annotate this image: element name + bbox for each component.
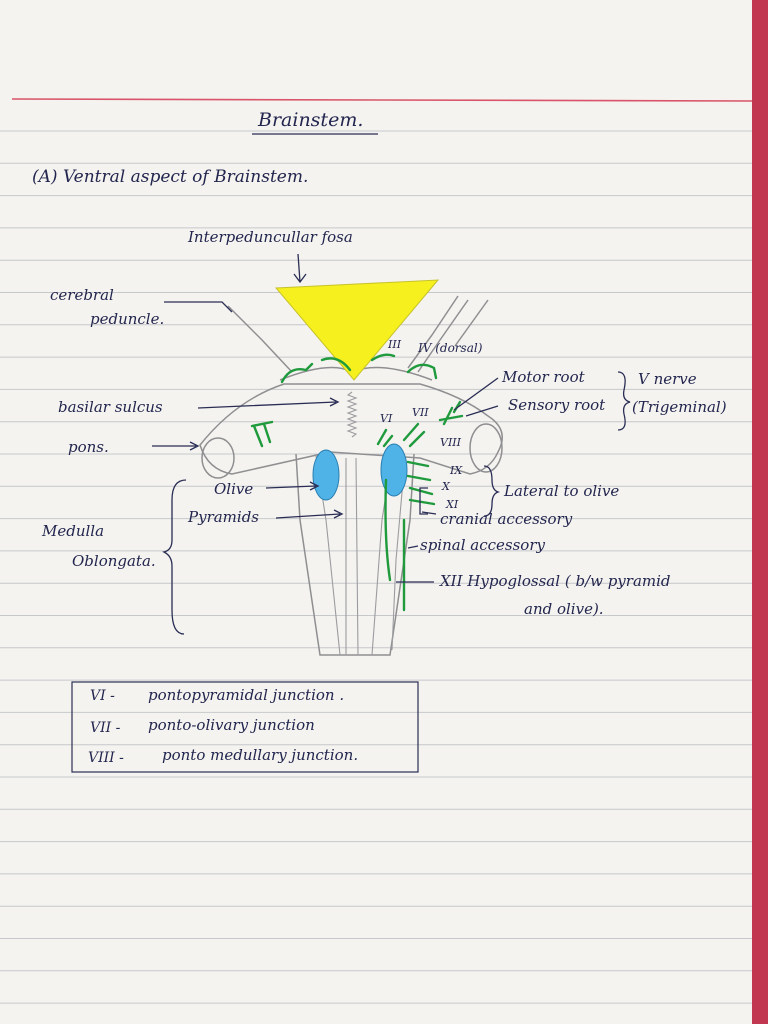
table-row-2-junction: ponto-olivary junction (148, 716, 315, 734)
label-pons: pons. (68, 438, 109, 456)
nerve-vi (376, 428, 394, 448)
pyramids-arrow (275, 509, 344, 519)
table-row-1-nerve: VI - (90, 688, 115, 704)
label-spinal-accessory: spinal accessory (420, 536, 545, 554)
peduncle-arrow (164, 301, 233, 313)
label-nerve-xi: XI (445, 498, 459, 511)
label-medulla: Medulla (41, 522, 104, 540)
table-row-3-junction: ponto medullary junction. (162, 746, 358, 764)
label-nerve-viii: VIII (440, 436, 462, 449)
right-peduncle-outline-2 (417, 299, 469, 373)
label-trigeminal: (Trigeminal) (632, 398, 727, 416)
label-interpeduncular-fossa: Interpeduncullar fosa (187, 228, 353, 246)
basilar-sulcus-arrow (197, 397, 340, 409)
interpeduncular-fossa-shape (274, 279, 440, 381)
nerve-v-left (250, 420, 274, 448)
nerve-iii-left (280, 362, 314, 384)
motor-root-arrow (453, 377, 499, 411)
pons-arrow (152, 441, 200, 451)
label-basilar-sulcus: basilar sulcus (58, 398, 163, 416)
x-xi-bracket (419, 487, 428, 515)
nerve-v-right (438, 400, 464, 426)
nerve-vii-viii (402, 422, 426, 448)
page-title: Brainstem. (257, 109, 363, 131)
section-heading: (A) Ventral aspect of Brainstem. (32, 167, 308, 187)
nerve-iii-root (320, 357, 352, 372)
label-xii-and-olive: and olive). (524, 600, 604, 618)
label-arrows (152, 253, 631, 635)
cranial-accessory-line (421, 511, 437, 515)
label-lateral-to-olive: Lateral to olive (503, 482, 619, 500)
label-oblongata: Oblongata. (72, 552, 156, 570)
nerve-iv (406, 363, 438, 380)
medulla-brace (162, 479, 187, 635)
basilar-sulcus-mark (346, 391, 358, 438)
label-cranial-accessory: cranial accessory (440, 510, 573, 528)
pons-outline (199, 383, 503, 475)
left-middle-cerebellar-peduncle (201, 437, 235, 479)
right-middle-cerebellar-peduncle (469, 423, 503, 473)
junction-table-box (71, 681, 419, 773)
junction-table: VI - pontopyramidal junction . VII - pon… (71, 681, 419, 773)
label-nerve-vi: VI (380, 412, 393, 425)
label-v-nerve: V nerve (638, 370, 697, 388)
label-motor-root: Motor root (501, 368, 586, 386)
diagram-labels: Interpeduncullar fosa cerebral peduncle.… (41, 228, 727, 618)
label-nerve-iii: III (387, 338, 402, 351)
sensory-root-arrow (465, 405, 499, 417)
label-cerebral: cerebral (50, 286, 114, 304)
table-row-1-junction: pontopyramidal junction . (148, 686, 344, 704)
label-nerve-ix: IX (449, 464, 463, 477)
spinal-accessory-line (407, 545, 419, 549)
anterior-median-fissure-right (355, 457, 359, 656)
fossa-arrow (293, 253, 307, 284)
margin-line (11, 98, 753, 102)
label-peduncle: peduncle. (90, 310, 164, 328)
red-page-edge (752, 0, 768, 1024)
label-nerve-iv: IV (dorsal) (417, 341, 483, 355)
right-peduncle-outline-3 (454, 299, 489, 347)
label-nerve-vii: VII (412, 406, 429, 419)
label-olive: Olive (214, 480, 253, 498)
nerve-iii-right (370, 353, 396, 362)
nerve-xii (384, 478, 392, 582)
right-olive (380, 443, 408, 497)
nerves-ix-x-xi (406, 460, 436, 506)
table-row-2-nerve: VII - (90, 720, 121, 736)
label-xii-hypoglossal: XII Hypoglossal ( b/w pyramid (439, 572, 671, 590)
ruled-lines (0, 130, 752, 1004)
trigeminal-brace (617, 371, 631, 431)
brainstem-diagram (199, 279, 503, 656)
right-medulla-inner (391, 469, 405, 651)
label-nerve-x: X (441, 480, 451, 493)
left-olive (312, 449, 340, 501)
right-peduncle-outline (407, 295, 459, 369)
label-sensory-root: Sensory root (508, 396, 606, 414)
table-row-3-nerve: VIII - (88, 750, 124, 766)
left-peduncle-outline (227, 305, 293, 373)
label-pyramids: Pyramids (187, 508, 259, 526)
lateral-olive-brace (483, 465, 501, 517)
olive-arrow (265, 481, 320, 491)
